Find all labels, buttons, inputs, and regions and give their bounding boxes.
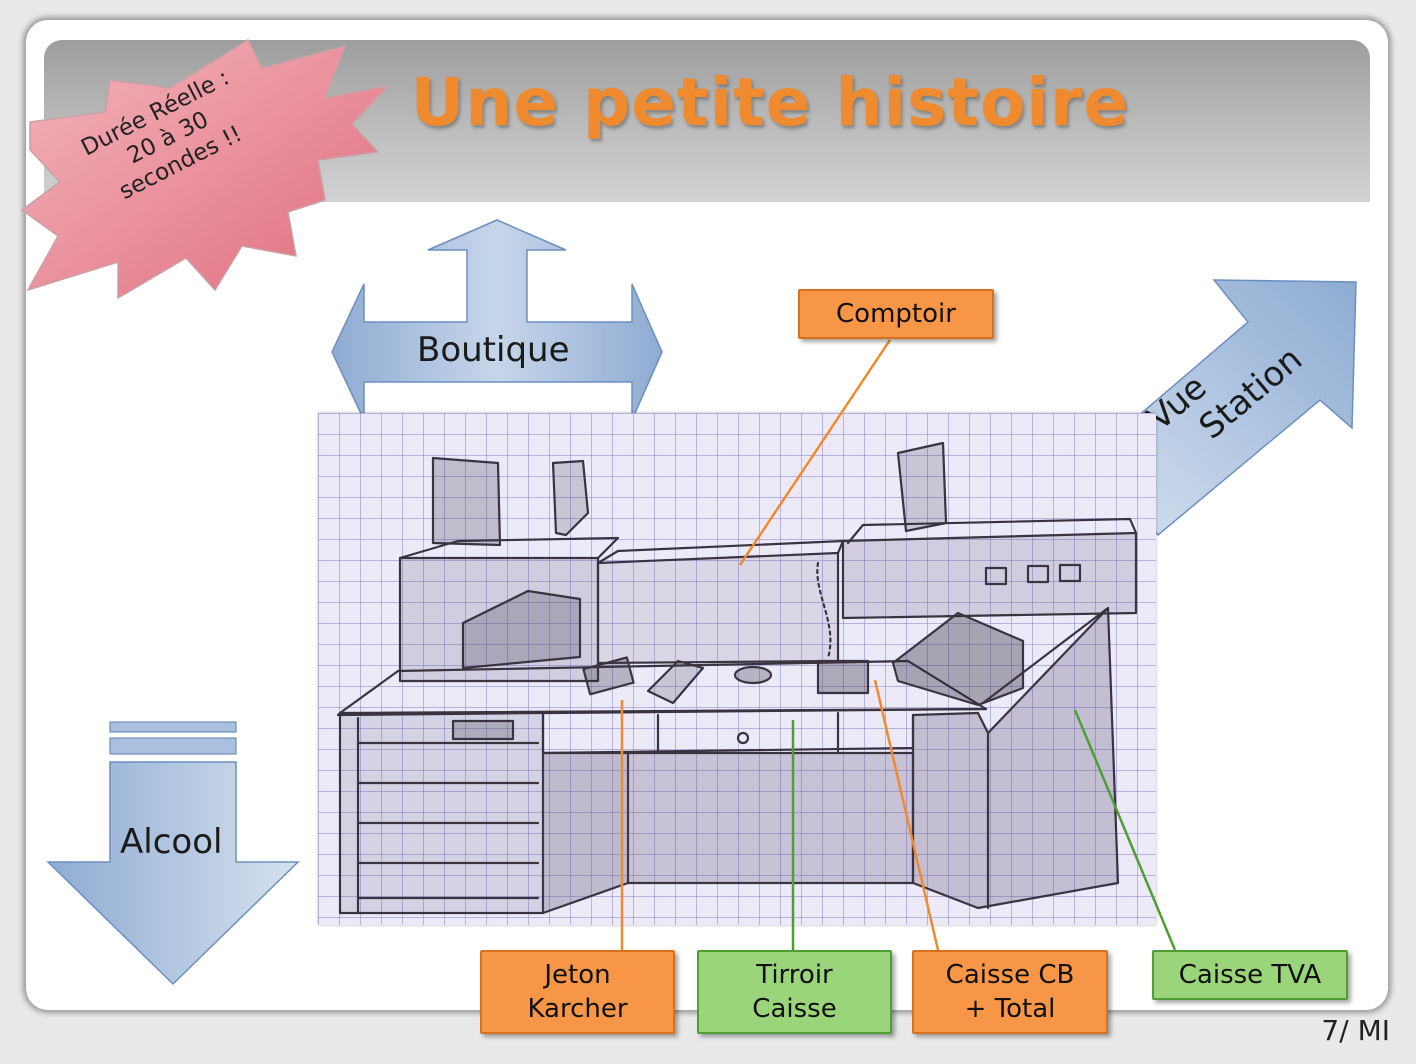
comptoir-label: Comptoir	[836, 299, 956, 329]
jeton-karcher-label-box: Jeton Karcher	[480, 950, 675, 1034]
boutique-label: Boutique	[417, 330, 570, 370]
burst-shape	[20, 38, 391, 300]
alcool-label: Alcool	[120, 822, 223, 862]
caisse-cb-label-line-2: + Total	[964, 994, 1056, 1024]
tirroir-label-line-1: Tirroir	[756, 960, 833, 990]
alcool-arrow	[46, 761, 300, 986]
counter-sketch-drawing	[336, 441, 1138, 915]
caisse-cb-connector	[873, 679, 940, 951]
boutique-arrow	[331, 219, 663, 421]
comptoir-connector	[738, 339, 892, 566]
jeton-label-line-1: Jeton	[544, 960, 611, 990]
caisse-tva-connector	[1073, 709, 1177, 951]
comptoir-label-box: Comptoir	[798, 289, 994, 339]
counter-sketch-image	[318, 413, 1156, 925]
alcool-arrow-stripe-2	[109, 737, 237, 755]
tirroir-label-line-2: Caisse	[752, 994, 837, 1024]
slide-footer: 7/ MI	[1321, 1014, 1390, 1047]
alcool-arrow-stripe-1	[109, 721, 237, 733]
caisse-cb-label-box: Caisse CB + Total	[912, 950, 1108, 1034]
caisse-tva-label-box: Caisse TVA	[1152, 950, 1348, 1000]
slide-title: Une petite histoire	[410, 64, 1130, 141]
caisse-cb-label-line-1: Caisse CB	[945, 960, 1075, 990]
tirroir-caisse-label-box: Tirroir Caisse	[697, 950, 892, 1034]
caisse-tva-label: Caisse TVA	[1178, 960, 1322, 990]
jeton-label-line-2: Karcher	[527, 994, 628, 1024]
